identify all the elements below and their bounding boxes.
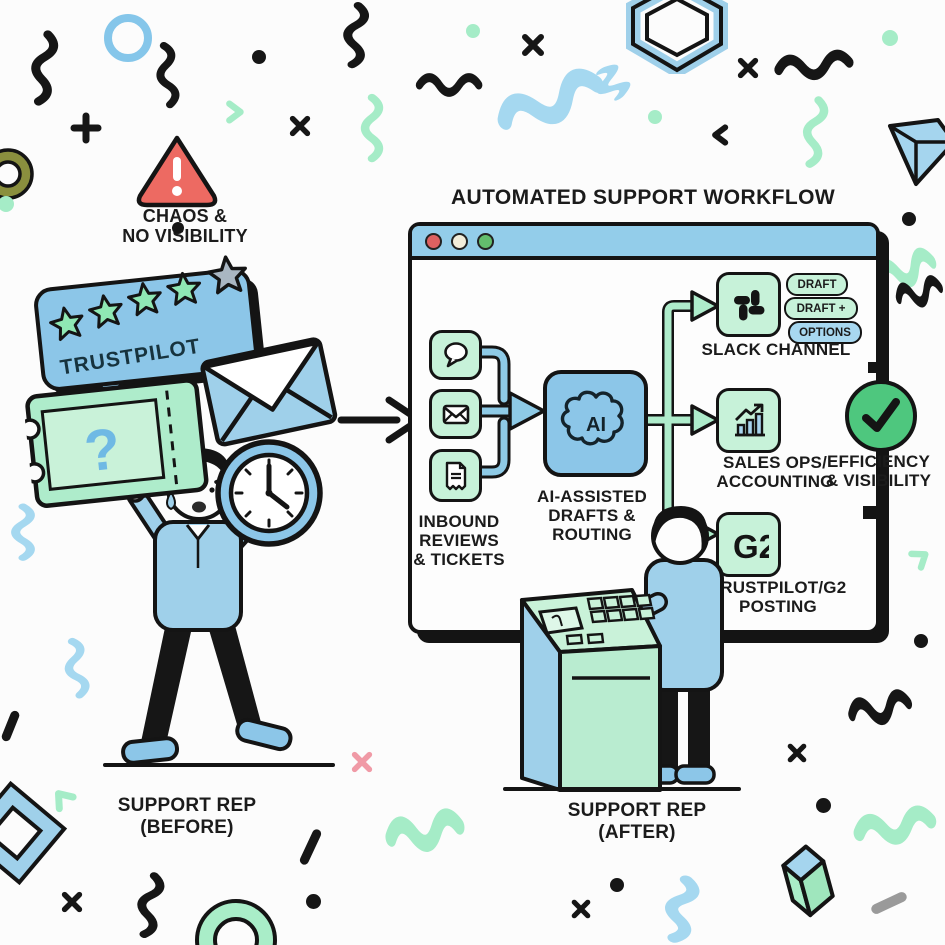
slash-decoration [298, 827, 323, 867]
squiggle-decoration [148, 39, 185, 114]
x-decoration [786, 742, 808, 764]
squiggle-decoration [582, 56, 640, 112]
squiggle-decoration [356, 92, 388, 166]
browser-dot-red[interactable] [425, 232, 442, 250]
squiggle-decoration [485, 52, 619, 153]
workstation-console[interactable] [512, 586, 664, 794]
dot-decoration [0, 196, 14, 212]
donut-decoration [190, 894, 282, 945]
hexagon-decoration [626, 0, 728, 74]
squiggle-decoration [380, 799, 472, 865]
ground-line-before [103, 763, 335, 767]
email-icon [442, 404, 469, 425]
dot-decoration [306, 894, 321, 909]
x-decoration [570, 898, 592, 920]
slack-label: SLACK CHANNEL [701, 340, 851, 359]
chevron-decoration [903, 541, 936, 574]
dot-decoration [648, 110, 662, 124]
squiggle-decoration [793, 92, 836, 174]
efficiency-check-node [845, 380, 917, 452]
ground-line-after [503, 787, 741, 791]
star-rating-icons [49, 255, 247, 341]
squiggle-decoration [56, 634, 97, 704]
inbound-label: INBOUND REVIEWS & TICKETS [413, 512, 505, 569]
before-alert-caption: CHAOS & NO VISIBILITY [122, 206, 248, 246]
squiggle-decoration [20, 26, 65, 112]
brain-ai-icon: AI [560, 390, 624, 445]
slash-decoration [869, 890, 909, 916]
chevron-decoration [45, 781, 82, 818]
browser-titlebar [412, 226, 876, 260]
svg-text:?: ? [81, 416, 123, 484]
squiggle-decoration [653, 871, 707, 945]
squiggle-decoration [849, 797, 944, 858]
page-title: AUTOMATED SUPPORT WORKFLOW [450, 186, 836, 209]
chat-bubble-icon [443, 342, 468, 368]
x-decoration [736, 56, 760, 80]
badge-options[interactable]: OPTIONS [788, 321, 862, 344]
check-icon [862, 398, 900, 432]
badge-draft[interactable]: DRAFT [786, 273, 848, 296]
slack-node[interactable] [716, 272, 781, 337]
inbound-ticket-node[interactable] [429, 449, 482, 502]
x-decoration [60, 890, 84, 914]
sales-label: SALES OPS/ ACCOUNTING [716, 453, 834, 491]
ring-decoration [0, 144, 42, 204]
g2-label: TRUSTPILOT/G2 POSTING [709, 578, 847, 616]
badge-draft-plus[interactable]: DRAFT + [784, 297, 858, 320]
square-decoration [868, 362, 879, 373]
envelope-icon [189, 317, 346, 459]
x-decoration [288, 114, 312, 138]
ai-label: AI-ASSISTED DRAFTS & ROUTING [537, 487, 647, 544]
ring-decoration [104, 14, 152, 62]
cube-decoration [770, 840, 836, 932]
svg-text:G2: G2 [733, 528, 769, 565]
clock-icon [212, 436, 326, 550]
ai-node[interactable]: AI [543, 370, 648, 477]
squiggle-decoration [126, 868, 172, 945]
dot-decoration [882, 30, 898, 46]
browser-dot-green[interactable] [477, 232, 494, 250]
before-caption: SUPPORT REP (BEFORE) [117, 795, 257, 838]
inbound-chat-node[interactable] [429, 330, 482, 380]
slack-icon [733, 289, 764, 320]
squiggle-decoration [770, 42, 860, 91]
gem-decoration [876, 118, 945, 188]
dot-decoration [252, 50, 266, 64]
squiggle-decoration [6, 502, 40, 564]
dot-decoration [610, 878, 624, 892]
dot-decoration [914, 634, 928, 648]
squiggle-decoration [842, 679, 920, 739]
squiggle-decoration [334, 0, 375, 74]
receipt-icon [445, 461, 466, 490]
squiggle-decoration [414, 68, 486, 102]
browser-dot-cream[interactable] [451, 232, 468, 250]
x-decoration [350, 750, 374, 774]
bar-chart-icon [734, 403, 765, 436]
warning-triangle-icon [133, 133, 221, 209]
ai-glyph: AI [586, 414, 606, 436]
squiggle-decoration [889, 266, 945, 320]
chevron-decoration [222, 100, 246, 124]
dot-decoration [466, 24, 480, 38]
plus-decoration [70, 112, 102, 144]
g2-node[interactable]: G2 [716, 512, 781, 577]
efficiency-label: EFFICIENCY & VISIBILITY [825, 452, 932, 490]
ticket-icon: ? [21, 369, 215, 519]
dot-decoration [816, 798, 831, 813]
dot-decoration [902, 212, 916, 226]
after-caption: SUPPORT REP (AFTER) [567, 800, 707, 843]
sales-node[interactable] [716, 388, 781, 453]
inbound-connector [470, 325, 554, 495]
x-decoration [520, 32, 546, 58]
squiggle-decoration [868, 237, 945, 303]
dot-decoration [172, 222, 184, 234]
diamond-decoration [0, 768, 90, 898]
slash-decoration [0, 709, 21, 743]
chevron-decoration [710, 124, 732, 146]
inbound-email-node[interactable] [429, 389, 482, 439]
square-decoration [863, 506, 876, 519]
g2-icon: G2 [733, 528, 769, 565]
